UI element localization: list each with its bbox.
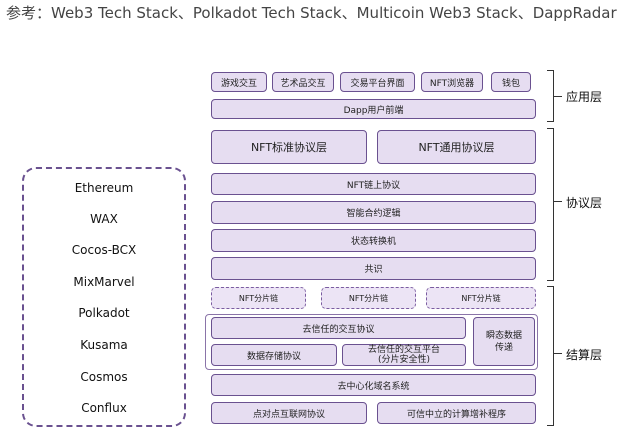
settlement-layer-label: 结算层 [566, 348, 603, 362]
transient-data-transfer: 瞬态数据 传递 [473, 317, 535, 366]
p2p-internet-protocol: 点对点互联网协议 [211, 402, 367, 424]
consensus: 共识 [211, 257, 536, 280]
chains-panel [22, 167, 186, 427]
source-caption: 参考：Web3 Tech Stack、Polkadot Tech Stack、M… [6, 4, 617, 22]
chain-kusama: Kusama [80, 338, 128, 352]
nft-shard-chain-2: NFT分片链 [321, 287, 416, 309]
app-item-art: 艺术品交互 [272, 72, 334, 92]
app-item-trading: 交易平台界面 [340, 72, 415, 92]
nft-standard-protocol: NFT标准协议层 [211, 130, 367, 164]
chain-wax: WAX [90, 212, 118, 226]
transient-data-line1: 瞬态数据 [485, 330, 522, 341]
nft-onchain-protocol: NFT链上协议 [211, 173, 536, 195]
state-transition-machine: 状态转换机 [211, 229, 536, 252]
transient-data-line2: 传递 [494, 342, 513, 353]
nft-general-protocol: NFT通用协议层 [377, 130, 536, 164]
chain-mixmarvel: MixMarvel [73, 275, 135, 289]
trustless-interaction-protocol: 去信任的交互协议 [211, 317, 466, 339]
decentralized-dns: 去中心化域名系统 [211, 374, 536, 396]
app-item-wallet: 钱包 [491, 72, 531, 92]
app-item-games: 游戏交互 [211, 72, 267, 92]
nft-shard-chain-1: NFT分片链 [211, 287, 306, 309]
protocol-layer-bracket [547, 128, 554, 281]
settlement-layer-bracket [547, 286, 554, 426]
chain-conflux: Conflux [81, 401, 127, 415]
chain-ethereum: Ethereum [74, 181, 134, 195]
chain-cocos-bcx: Cocos-BCX [71, 243, 137, 257]
settlement-layer-tick [553, 353, 562, 354]
data-storage-protocol: 数据存储协议 [211, 344, 337, 366]
chain-polkadot: Polkadot [78, 306, 130, 320]
trustless-platform-note: (分片安全性) [377, 355, 431, 365]
neutral-computation-supplement: 可信中立的计算增补程序 [377, 402, 536, 424]
smart-contract-logic: 智能合约逻辑 [211, 201, 536, 224]
protocol-layer-label: 协议层 [566, 196, 603, 210]
app-item-nft-browser: NFT浏览器 [421, 72, 483, 92]
nft-shard-chain-3: NFT分片链 [426, 287, 536, 309]
trustless-interaction-platform: 去信任的交互平台 (分片安全性) [342, 344, 466, 366]
trustless-platform-title: 去信任的交互平台 [367, 345, 440, 355]
app-layer-label: 应用层 [566, 90, 603, 104]
app-layer-tick [553, 96, 562, 97]
settlement-group [205, 314, 538, 370]
chain-cosmos: Cosmos [80, 370, 128, 384]
protocol-layer-tick [553, 201, 562, 202]
app-frontend: Dapp用户前端 [211, 99, 536, 119]
